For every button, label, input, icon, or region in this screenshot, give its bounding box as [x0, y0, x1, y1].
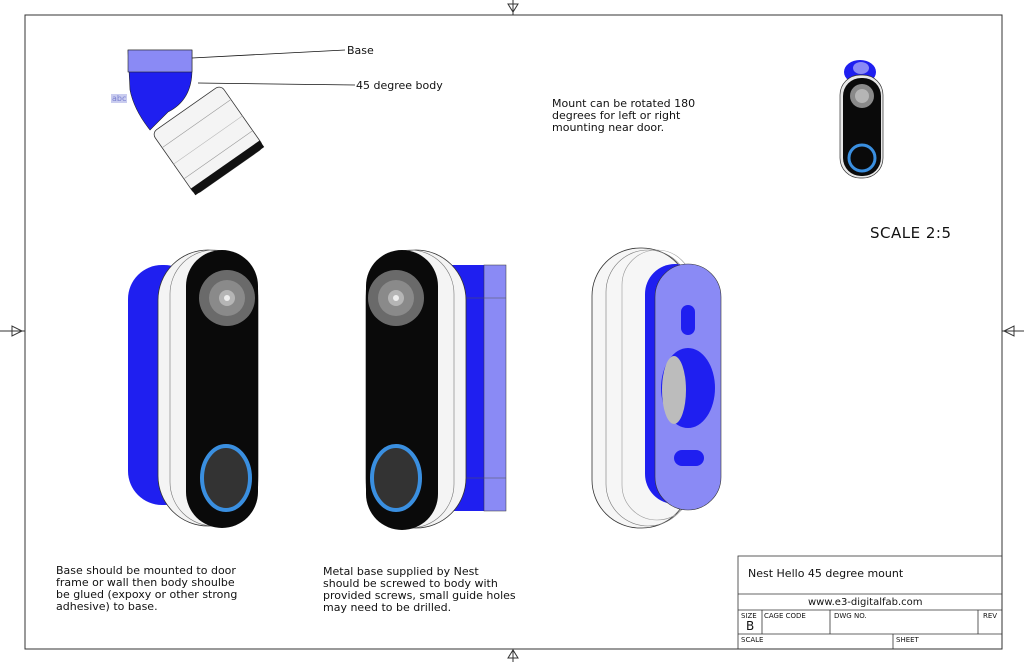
callout-base: Base	[347, 44, 374, 57]
drawing-title: Nest Hello 45 degree mount	[748, 567, 904, 580]
text-tool-marker: abc	[111, 94, 128, 103]
back-view	[591, 247, 722, 529]
rev-label: REV	[983, 612, 998, 620]
front-view-left	[128, 249, 259, 528]
small-view	[839, 60, 884, 179]
front-view-right	[365, 249, 507, 530]
scale-field-label: SCALE	[741, 636, 764, 644]
scale-label: SCALE 2:5	[870, 224, 952, 242]
marker-top	[507, 0, 519, 15]
marker-bottom	[507, 649, 519, 662]
sheet-label: SHEET	[896, 636, 919, 644]
size-label: SIZE	[741, 612, 757, 620]
marker-left	[0, 325, 25, 337]
website-url: www.e3-digitalfab.com	[808, 597, 923, 608]
callout-45-degree-body: 45 degree body	[356, 79, 443, 92]
dwg-no-label: DWG NO.	[834, 612, 867, 620]
title-block	[737, 555, 1003, 650]
note-rotation: Mount can be rotated 180 degrees for lef…	[552, 97, 696, 134]
cage-code-label: CAGE CODE	[764, 612, 806, 620]
marker-right	[1002, 325, 1024, 337]
note-base-mount: Base should be mounted to door frame or …	[56, 564, 238, 613]
note-metal-base: Metal base supplied by Nest should be sc…	[323, 565, 516, 614]
size-value: B	[746, 619, 755, 633]
iso-view	[127, 49, 356, 196]
